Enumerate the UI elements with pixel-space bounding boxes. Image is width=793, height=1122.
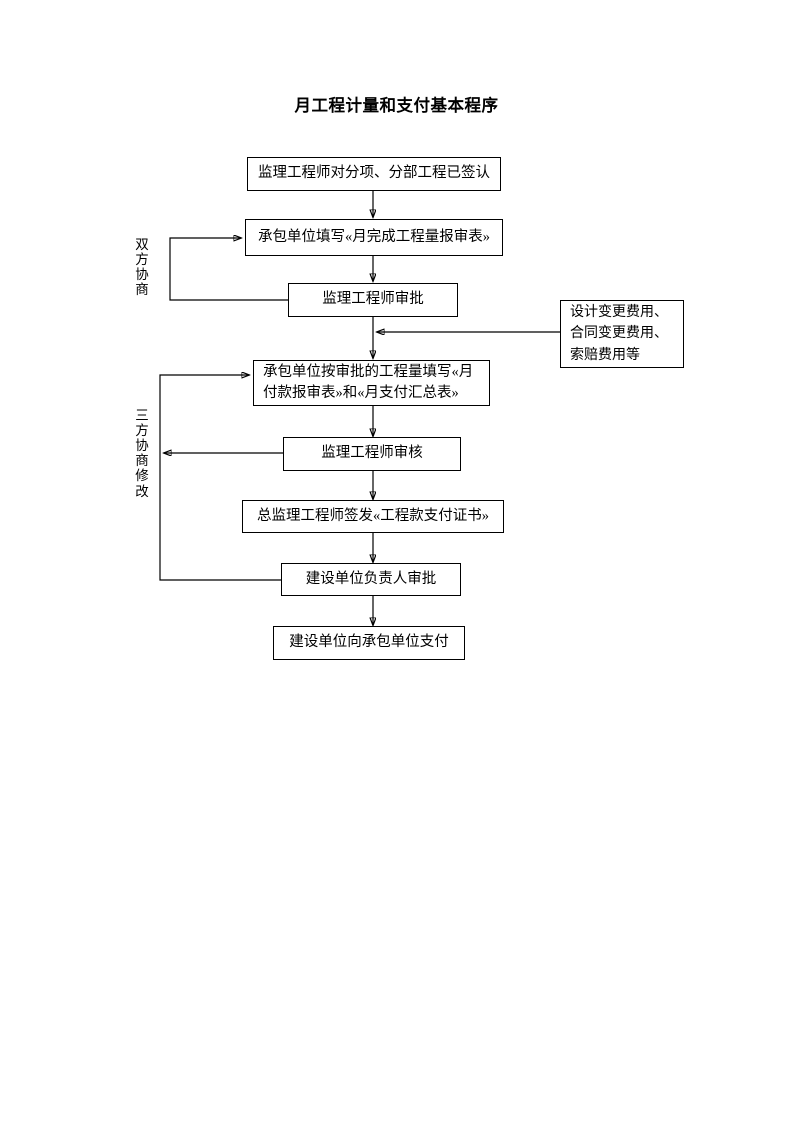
cost-change-note-line-1: 设计变更费用、 — [570, 305, 668, 321]
contractor-payment-forms-line-1: 承包单位按审批的工程量填写«月 — [263, 363, 474, 380]
vlabel-v2-char-0: 三 — [135, 408, 149, 423]
vlabel-v1-char-1: 方 — [135, 252, 149, 268]
vertical-label-bilateral-negotiation: 双 方 协 商 — [133, 237, 151, 297]
flow-node-contractor-monthly-quantity-form[interactable]: 承包单位填写«月完成工程量报审表» — [245, 219, 503, 256]
flow-node-engineer-review[interactable]: 监理工程师审核 — [283, 437, 461, 471]
vlabel-v1-char-0: 双 — [135, 237, 149, 252]
vlabel-v2-char-4: 修 — [135, 468, 149, 484]
flow-node-owner-approval[interactable]: 建设单位负责人审批 — [281, 563, 461, 596]
flow-node-owner-pays-contractor[interactable]: 建设单位向承包单位支付 — [273, 626, 465, 660]
vlabel-v2-char-5: 改 — [135, 483, 149, 499]
cost-change-note-line-3: 索赔费用等 — [570, 347, 640, 363]
vlabel-v1-char-3: 商 — [135, 282, 149, 298]
vlabel-v2-char-2: 协 — [135, 438, 149, 454]
cost-change-note-line-2: 合同变更费用、 — [570, 326, 668, 342]
vlabel-v1-char-2: 协 — [135, 267, 149, 283]
flow-node-contractor-payment-forms[interactable]: 承包单位按审批的工程量填写«月 付款报审表»和«月支付汇总表» — [253, 360, 490, 406]
vlabel-v2-char-3: 商 — [135, 453, 149, 469]
flow-node-cost-change-note[interactable]: 设计变更费用、 合同变更费用、 索赔费用等 — [560, 300, 684, 368]
flow-node-engineer-approval[interactable]: 监理工程师审批 — [288, 283, 458, 317]
contractor-payment-forms-line-2: 付款报审表»和«月支付汇总表» — [263, 385, 459, 401]
vlabel-v2-char-1: 方 — [135, 423, 149, 439]
flow-node-chief-engineer-certificate[interactable]: 总监理工程师签发«工程款支付证书» — [242, 500, 504, 533]
flow-node-engineer-signoff[interactable]: 监理工程师对分项、分部工程已签认 — [247, 157, 501, 191]
vertical-label-tripartite-negotiation: 三 方 协 商 修 改 — [133, 408, 151, 499]
page-title: 月工程计量和支付基本程序 — [294, 96, 499, 115]
